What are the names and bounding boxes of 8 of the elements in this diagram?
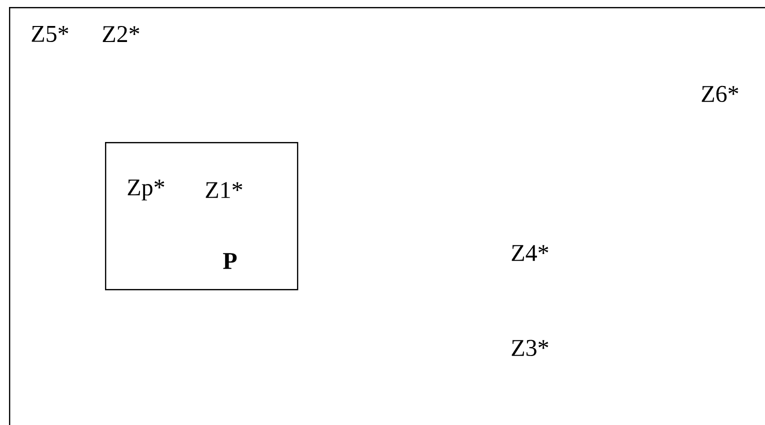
region-label: P xyxy=(223,253,237,269)
point-label: Zp* xyxy=(128,180,164,200)
point-label: Z2* xyxy=(102,26,140,42)
point-label: Z5* xyxy=(32,26,68,42)
point-label: Z1* xyxy=(206,182,242,198)
point-label: Z3* xyxy=(512,340,548,356)
point-label: Z4* xyxy=(512,245,548,261)
point-label: Z6* xyxy=(702,86,738,102)
